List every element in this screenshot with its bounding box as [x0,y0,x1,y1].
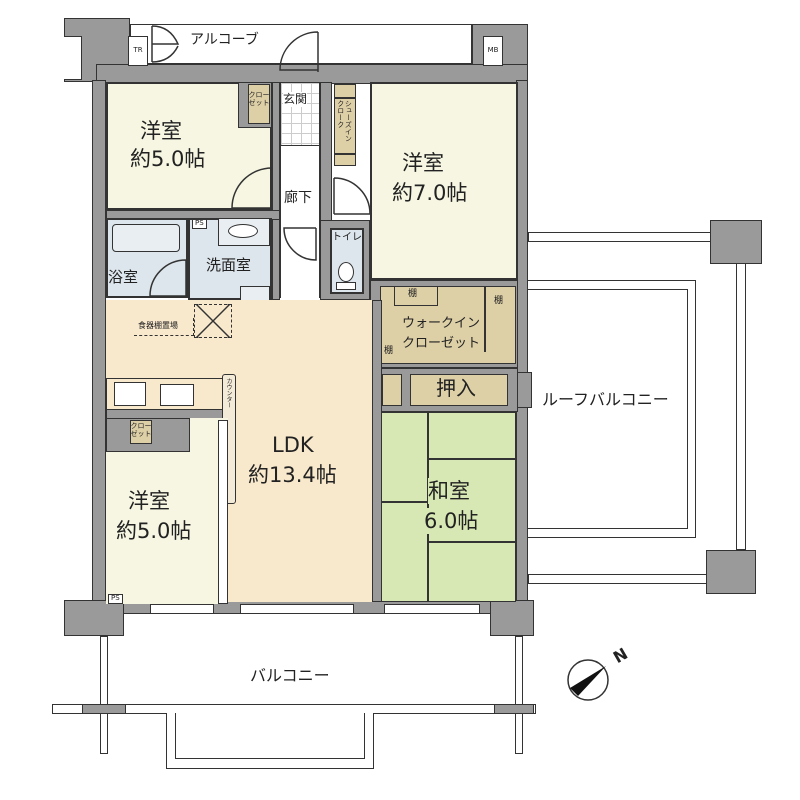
outer-wall-left [92,80,106,610]
pillar-ne [710,220,762,264]
alcove [130,24,472,64]
corner-se [490,600,534,636]
fridge-space [194,304,232,338]
cupboard-label: 食器棚置場 [138,321,178,330]
balcony-bay-inner [175,713,365,759]
closet-nw[interactable] [248,84,270,124]
wic-label-2: クローゼット [402,336,481,351]
pillar-se [706,550,756,594]
roof-balcony-rail-top [528,232,712,242]
door-swing-ne [333,177,371,215]
wall-ldk-right [372,300,382,602]
kitchen-sink-icon [160,384,194,406]
mb-label: MB [487,46,499,54]
oshiire[interactable] [410,374,508,406]
wic-shelf-right-label: 棚 [494,296,504,306]
closet-small[interactable] [382,374,402,406]
room-western-sw-size: 約5.0帖 [116,519,192,543]
oshiire-label: 押入 [436,376,476,400]
washroom-label: 洗面室 [206,256,252,274]
balcony-label: バルコニー [250,666,330,685]
notch [64,36,82,80]
roof-balcony-inner-2 [528,289,688,529]
room-western-nw-size: 約5.0帖 [130,147,206,171]
room-western-sw-name: 洋室 [128,489,170,513]
wic-shelf-right [484,286,486,352]
room-western-nw-name: 洋室 [140,119,182,143]
balcony-post-left [100,636,108,754]
balcony-post-right [515,636,523,754]
window-sw [150,604,214,614]
hallway[interactable] [280,146,320,298]
tatami-line [427,458,516,460]
window-ldk [240,604,354,614]
roof-balcony-label: ルーフバルコニー [542,390,669,409]
roof-balcony-rail-right [736,262,746,550]
ps-tag-2: PS [108,594,123,604]
door-swing-nw [231,167,273,209]
wall-entrance-left [272,82,280,300]
room-ldk-name: LDK [272,433,314,457]
stove-icon [114,382,146,406]
tatami-line [427,412,429,602]
room-washitsu-size: 6.0帖 [424,508,479,535]
shelf-bottom[interactable] [334,154,356,166]
alcove-label: アルコーブ [190,32,259,48]
roof-balcony-inner [528,280,696,538]
entrance-door-swing [279,31,319,72]
tatami-line [427,541,516,543]
corner-sw [64,600,124,636]
bathtub-icon [112,224,180,252]
room-western-ne[interactable] [370,82,518,280]
room-divider-sw [218,420,228,604]
tr-box [128,36,148,66]
shoes-in-cloak[interactable] [334,98,356,154]
wic-label-1: ウォークイン [402,316,481,331]
counter-label: カウンター [225,378,232,408]
ps-tag-1: PS [192,219,207,229]
closet-sw-text: クロー ゼット [130,422,152,438]
closet-sw-box[interactable] [130,420,152,444]
room-western-ne-size: 約7.0帖 [392,181,468,205]
compass-icon [567,659,609,701]
door-swing-hall [283,227,317,261]
wic-shelf-bottom-label: 棚 [384,346,394,356]
shoes-in-cloak-label: シューズイン クローク [336,100,353,142]
room-washitsu-name: 和室 [428,478,470,505]
toilet-label: トイレ [332,232,362,243]
room-ldk-size: 約13.4帖 [248,463,337,487]
room-western-ne-name: 洋室 [402,151,444,175]
tatami-line [380,501,427,503]
mb-box [483,36,503,66]
balcony-rail-block-l [82,704,126,714]
toilet-tank-icon [336,282,356,290]
toilet-bowl-icon [338,262,354,282]
window-washitsu [384,604,480,614]
shelf-top[interactable] [334,84,356,98]
door-swing-bath [149,259,187,297]
cupboard-space [134,318,194,336]
wall-entrance-right [320,82,332,222]
sink-icon [228,224,258,238]
hallway-label: 廊下 [284,190,312,206]
bath-label: 浴室 [108,268,139,286]
wic-shelf-top[interactable] [394,286,438,306]
closet-nw-label: クロー ゼット [248,91,270,107]
room-washitsu[interactable] [380,412,516,602]
roof-balcony-rail-bottom [528,574,708,584]
tr-door-swing [151,25,180,63]
entrance-label: 玄関 [283,92,308,107]
tr-label: TR [133,46,143,54]
balcony-rail-block-r [494,704,534,714]
wic-shelf-top-label: 棚 [408,289,418,299]
